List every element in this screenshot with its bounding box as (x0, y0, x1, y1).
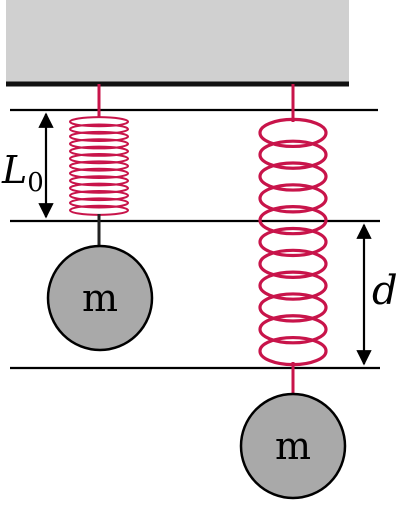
right-spring-coil (258, 117, 328, 367)
spring-coil-loop (69, 130, 129, 143)
spring-coil-loop (258, 270, 328, 301)
spring-coil-loop (69, 138, 129, 150)
spring-coil-loop (258, 117, 328, 149)
ceiling-block (6, 0, 349, 84)
spring-coil-loop (69, 175, 129, 187)
spring-coil-loop (69, 145, 129, 157)
spring-coil-loop (258, 139, 328, 170)
spring-coil-loop (69, 116, 129, 128)
spring-coil-loop (258, 292, 328, 323)
spring-coil-loop (69, 160, 129, 172)
extension-label: d (372, 268, 398, 314)
spring-coil-loop (258, 226, 328, 258)
left-mass-label: m (82, 276, 118, 320)
spring-coil-loop (258, 248, 328, 279)
spring-coil-loop (258, 205, 328, 236)
spring-coil-loop (69, 167, 129, 179)
spring-coil-loop (69, 123, 129, 135)
right-mass-label: m (275, 424, 311, 468)
spring-coil-loop (258, 314, 328, 345)
spring-coil-loop (258, 183, 328, 214)
natural-length-symbol: L (1, 148, 27, 192)
spring-coil-loop (69, 189, 129, 202)
spring-coil-loop (69, 182, 129, 194)
natural-length-label: L0 (1, 148, 44, 198)
natural-length-subscript: 0 (27, 168, 44, 198)
spring-coil-loop (69, 197, 129, 209)
left-mass (46, 244, 154, 352)
right-mass (239, 392, 347, 500)
spring-coil-loop (258, 161, 328, 192)
spring-coil-loop (69, 153, 129, 165)
left-spring-coil (69, 116, 129, 216)
